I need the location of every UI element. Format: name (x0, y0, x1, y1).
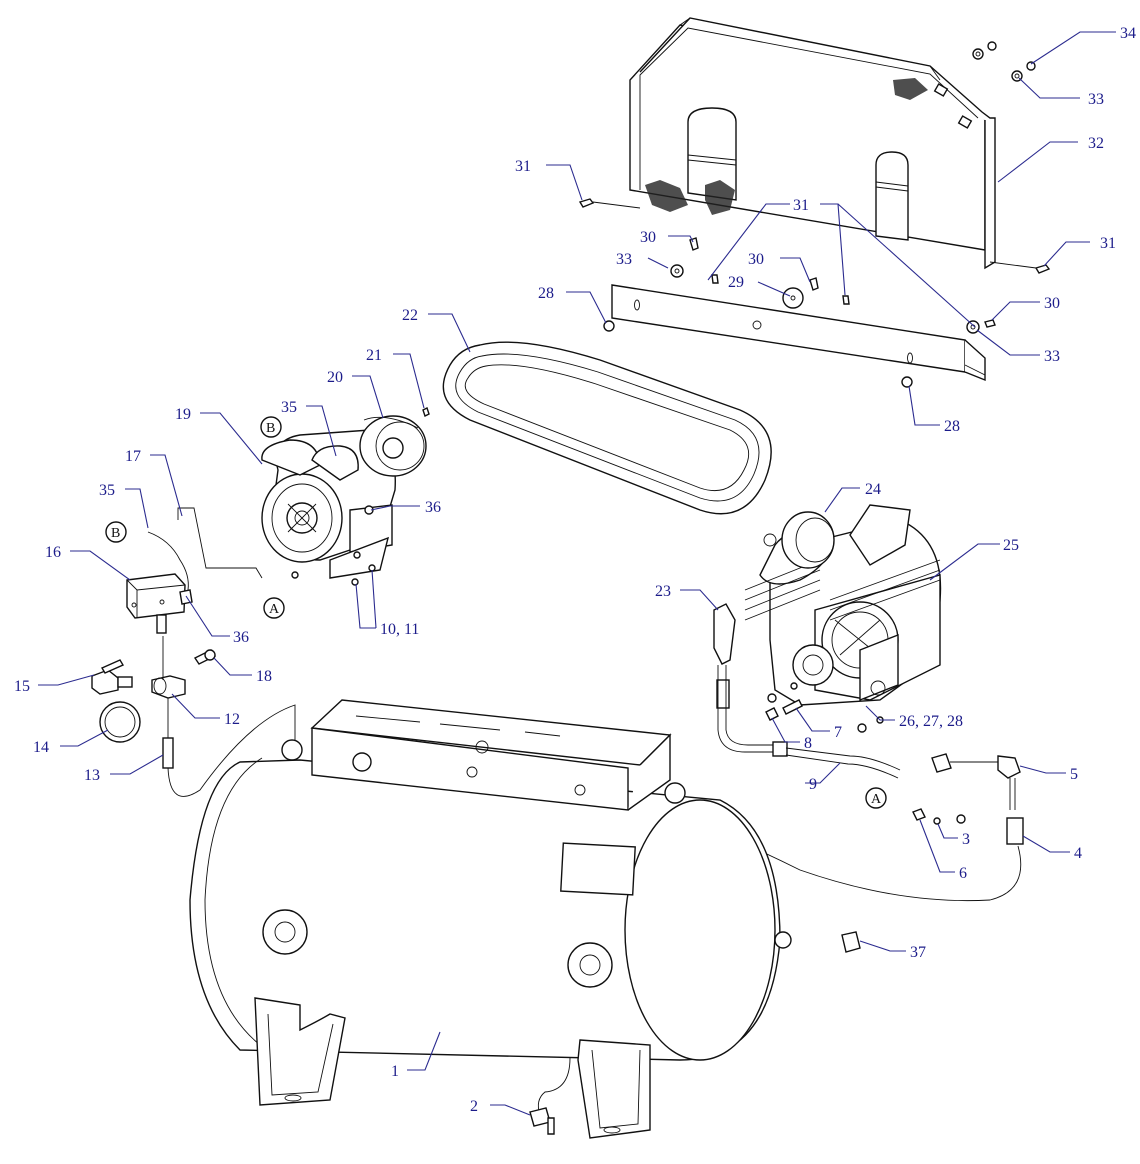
label-4: 4 (1074, 845, 1082, 862)
label-14: 14 (33, 739, 49, 756)
label-15: 15 (14, 678, 30, 695)
unloader-tube (177, 507, 263, 579)
label-33-top: 33 (1088, 91, 1104, 108)
label-36-switch: 36 (233, 629, 249, 646)
label-19: 19 (175, 406, 191, 423)
leader-lines (38, 31, 1116, 1116)
label-5: 5 (1070, 766, 1078, 783)
discharge-tube (599, 603, 1024, 902)
guard-bracket (611, 284, 986, 382)
electric-motor (261, 429, 396, 586)
label-36-motor: 36 (425, 499, 441, 516)
label-33-right: 33 (1044, 348, 1060, 365)
key (422, 407, 430, 417)
label-30-left: 30 (640, 229, 656, 246)
drain-valve (529, 1057, 571, 1135)
motor-pulley (359, 415, 427, 477)
callout-a-switch: A (269, 602, 280, 617)
label-8: 8 (804, 735, 812, 752)
tank-feet (254, 997, 651, 1139)
callout-a-valve: A (871, 792, 882, 807)
label-37: 37 (910, 944, 926, 961)
label-3: 3 (962, 831, 970, 848)
belt-guard (629, 17, 996, 270)
air-tank (189, 739, 792, 1061)
label-12: 12 (224, 711, 240, 728)
plug (841, 931, 861, 953)
label-1: 1 (391, 1063, 399, 1080)
label-20: 20 (327, 369, 343, 386)
label-13: 13 (84, 767, 100, 784)
callout-circles: B B A A (105, 416, 887, 809)
label-7: 7 (834, 724, 842, 741)
motor-mount-plate (310, 699, 672, 811)
drive-belt (442, 341, 772, 515)
label-25: 25 (1003, 537, 1019, 554)
label-26-27-28: 26, 27, 28 (899, 713, 963, 730)
label-17: 17 (125, 448, 141, 465)
label-22: 22 (402, 307, 418, 324)
label-30-right: 30 (1044, 295, 1060, 312)
label-28-left: 28 (538, 285, 554, 302)
label-33-left: 33 (616, 251, 632, 268)
label-10-11: 10, 11 (380, 621, 419, 638)
bypass-tube (167, 704, 296, 797)
label-29: 29 (728, 274, 744, 291)
label-21: 21 (366, 347, 382, 364)
manifold-assembly (91, 636, 217, 769)
callout-b-motor: B (266, 421, 275, 436)
label-28-right: 28 (944, 418, 960, 435)
label-9: 9 (809, 776, 817, 793)
label-31-right: 31 (1100, 235, 1116, 252)
pump-base-hardware (765, 682, 884, 733)
label-34: 34 (1120, 25, 1136, 42)
check-valve-parts (912, 808, 966, 825)
label-35-motor: 35 (281, 399, 297, 416)
label-16: 16 (45, 544, 61, 561)
label-18: 18 (256, 668, 272, 685)
label-24: 24 (865, 481, 881, 498)
label-32: 32 (1088, 135, 1104, 152)
label-31-left: 31 (515, 158, 531, 175)
label-31-center: 31 (793, 197, 809, 214)
label-23: 23 (655, 583, 671, 600)
label-35-switch: 35 (99, 482, 115, 499)
compressor-pump (744, 504, 942, 706)
air-filter (763, 511, 835, 569)
part-labels: 34 33 32 31 31 31 30 33 30 29 28 30 33 2… (14, 25, 1136, 1115)
pressure-switch (126, 573, 193, 634)
callout-b-switch: B (111, 526, 120, 541)
label-30-mid: 30 (748, 251, 764, 268)
power-cord (147, 531, 189, 591)
label-2: 2 (470, 1098, 478, 1115)
label-6: 6 (959, 865, 967, 882)
